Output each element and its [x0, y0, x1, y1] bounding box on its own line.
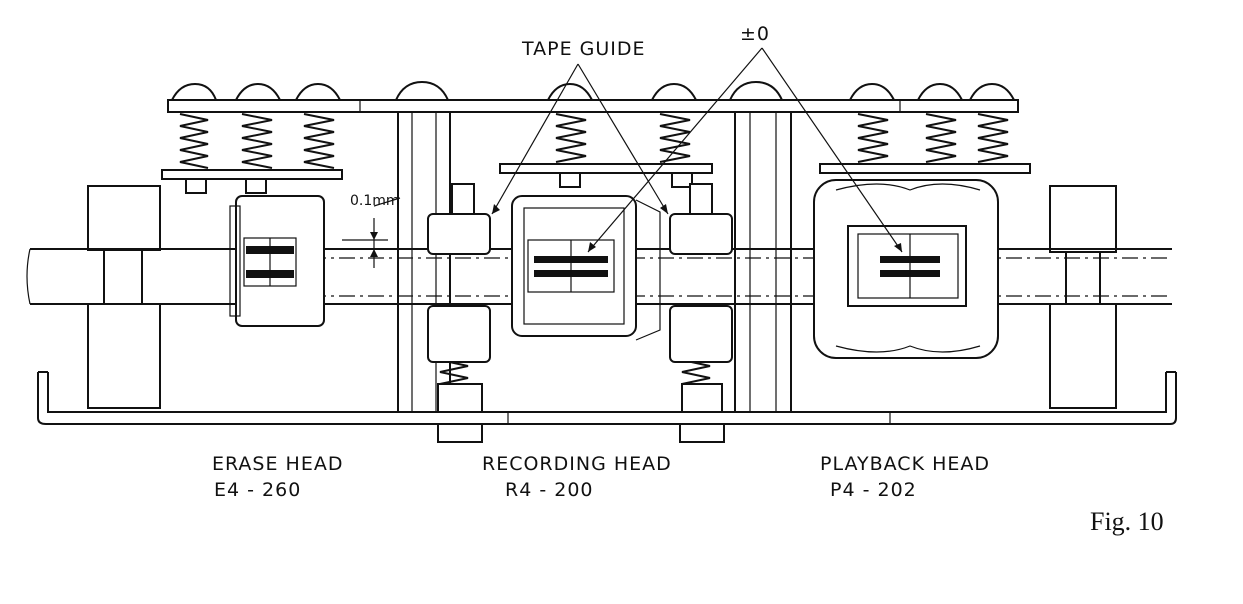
tape-guide-leaders: [491, 63, 669, 215]
playback-head-label: PLAYBACK HEAD: [820, 453, 990, 475]
tape-guide-left: [427, 183, 491, 443]
left-tape-post: [87, 185, 161, 409]
erase-head-model: E4 - 260: [214, 479, 301, 501]
erase-head-label: ERASE HEAD: [212, 453, 343, 475]
head-mounting-plates: [161, 163, 1031, 194]
dimension-marker: [342, 197, 401, 268]
dimension-label: 0.1mm: [350, 193, 400, 209]
tape-guide-right: [669, 183, 733, 443]
base-plate: [37, 371, 1177, 425]
tape-guide-label: TAPE GUIDE: [521, 38, 646, 60]
recording-head-label: RECORDING HEAD: [482, 453, 672, 475]
support-posts: [397, 111, 792, 413]
recording-head: [511, 195, 661, 341]
plus-minus-zero-label: ±0: [740, 23, 770, 45]
top-screws: [170, 80, 1016, 101]
erase-head: [229, 195, 325, 327]
playback-head-model: P4 - 202: [830, 479, 917, 501]
plus-minus-zero-leaders: [587, 47, 903, 253]
recording-head-model: R4 - 200: [505, 479, 594, 501]
top-mounting-plate: [167, 99, 1019, 113]
adjustment-springs: [179, 113, 1009, 385]
right-tape-post: [1049, 185, 1117, 409]
playback-head: [813, 179, 999, 359]
figure-caption: Fig. 10: [1090, 507, 1164, 536]
